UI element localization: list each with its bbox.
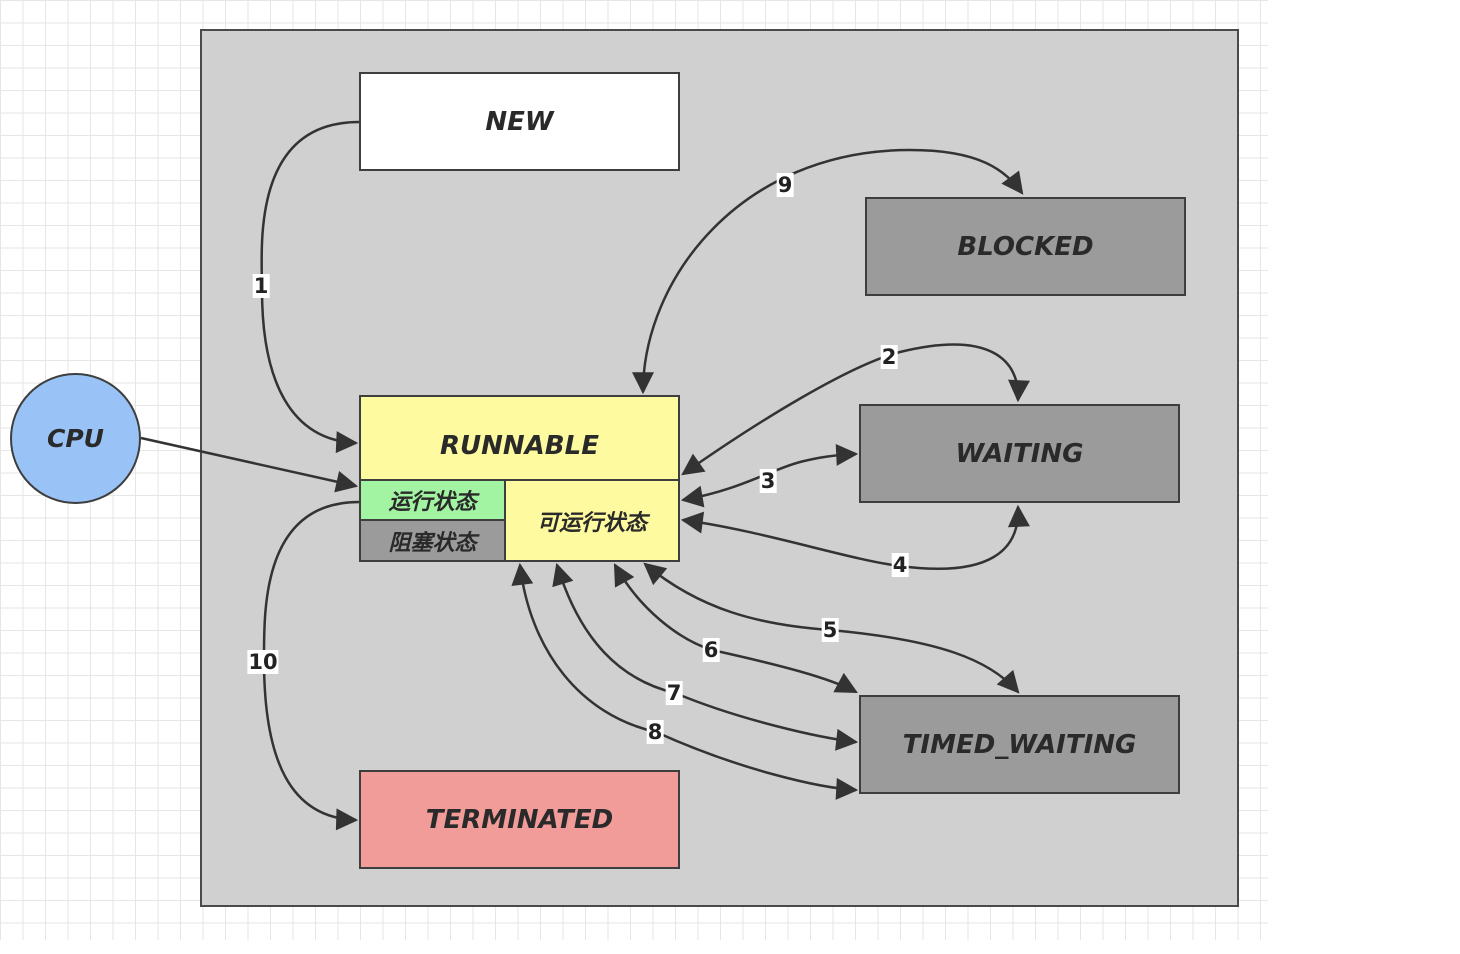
edge-label-9: 9 [776, 173, 794, 197]
state-new-label: NEW [485, 106, 554, 137]
state-runnable-label: RUNNABLE [440, 431, 599, 461]
substate-running[interactable]: 运行状态 [359, 479, 506, 521]
state-timed-waiting-label: TIMED_WAITING [902, 729, 1137, 760]
substate-running-label: 运行状态 [388, 490, 477, 515]
edge-cpu [140, 436, 359, 493]
edge-label-7: 7 [665, 681, 683, 705]
edge-label-8: 8 [646, 720, 664, 744]
edge-label-6: 6 [702, 638, 720, 662]
edge-label-2: 2 [880, 345, 898, 369]
edge-1 [260, 120, 360, 454]
edge-label-5: 5 [821, 618, 839, 642]
cpu-node[interactable]: CPU [10, 373, 141, 504]
edge-label-1: 1 [252, 274, 270, 298]
state-timed-waiting[interactable]: TIMED_WAITING [859, 695, 1180, 794]
substate-ready-label: 可运行状态 [536, 510, 647, 536]
state-terminated-label: TERMINATED [425, 804, 614, 835]
state-new[interactable]: NEW [359, 72, 680, 171]
edge-label-4: 4 [891, 553, 909, 577]
substate-blocked-io-label: 阻塞状态 [388, 530, 477, 556]
substate-ready[interactable]: 可运行状态 [504, 479, 680, 562]
edge-label-3: 3 [759, 469, 777, 493]
edge-9 [632, 148, 1024, 395]
edge-4 [680, 504, 1030, 571]
substate-blocked-io[interactable]: 阻塞状态 [359, 519, 506, 562]
edge-3 [680, 443, 859, 508]
edge-label-10: 10 [247, 650, 279, 674]
state-runnable[interactable]: RUNNABLE [359, 395, 680, 481]
cpu-label: CPU [47, 424, 104, 453]
edge-2 [681, 343, 1030, 476]
